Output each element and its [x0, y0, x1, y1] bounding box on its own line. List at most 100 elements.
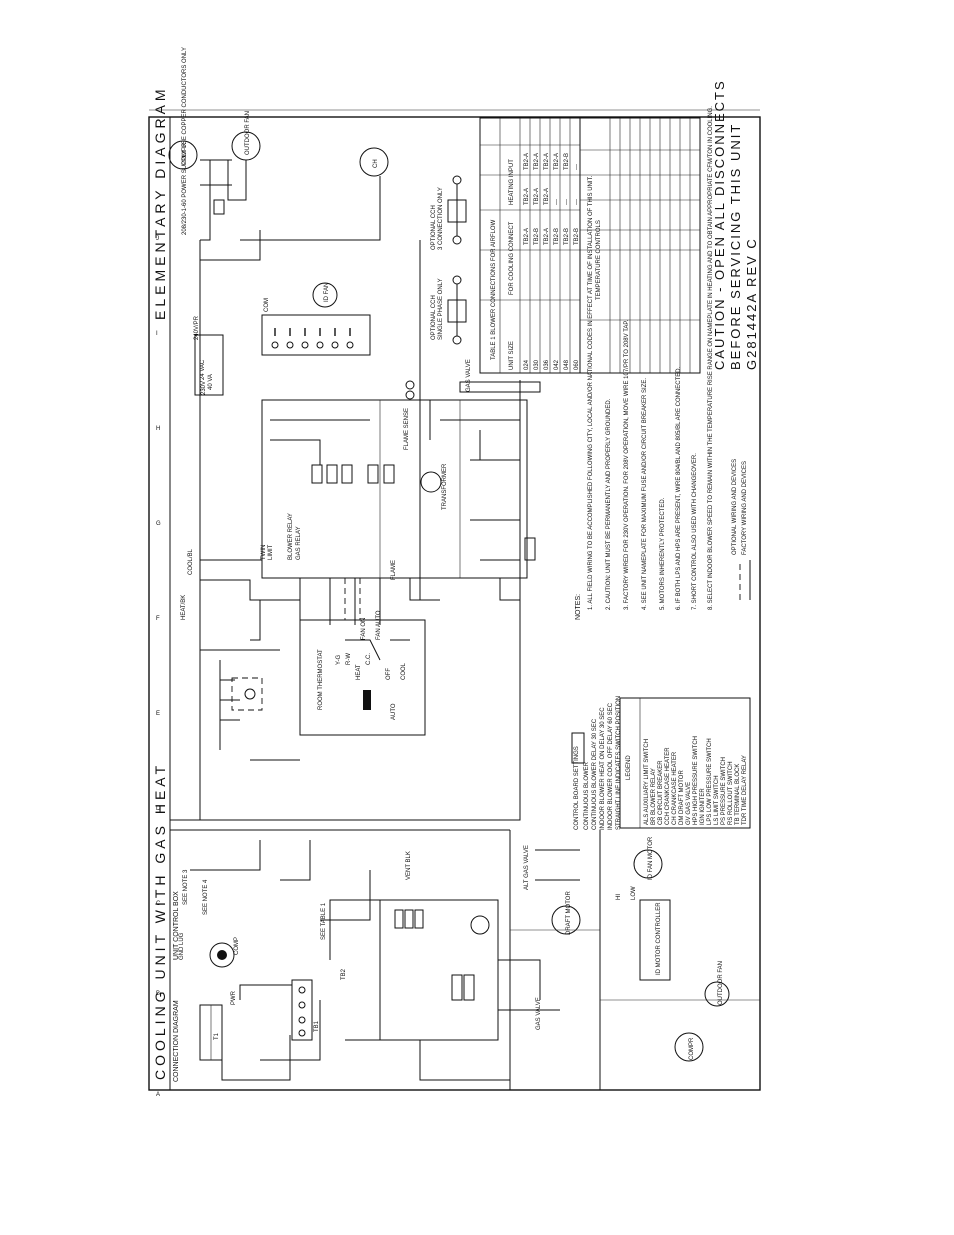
svg-text:TB2-A: TB2-A	[524, 228, 530, 245]
svg-text:D: D	[156, 806, 161, 812]
alt-gas-valve-label: ALT GAS VALVE	[524, 845, 530, 890]
svg-text:PS PRESSURE SWITCH: PS PRESSURE SWITCH	[721, 757, 727, 825]
svg-text:COMPR: COMPR	[182, 142, 188, 165]
svg-text:048: 048	[564, 359, 570, 370]
transformer-elementary	[194, 334, 224, 396]
svg-text:DRAFT MOTOR: DRAFT MOTOR	[566, 891, 572, 935]
svg-text:AUTO: AUTO	[391, 703, 397, 720]
id-motor-controller	[639, 899, 671, 981]
caution-line-1: CAUTION - OPEN ALL DISCONNECTS	[712, 79, 727, 370]
svg-text:LIMIT: LIMIT	[268, 544, 274, 560]
wire-labels: HEAT/BK COOL/BL 240V/PR 24 VAC FLAME SEE…	[179, 315, 637, 1005]
svg-text:H: H	[156, 426, 160, 432]
svg-text:OPTIONAL CCH: OPTIONAL CCH	[431, 205, 437, 250]
svg-text:24 VAC: 24 VAC	[200, 359, 206, 380]
title-elementary-diagram: ELEMENTARY DIAGRAM	[152, 85, 168, 320]
svg-text:NOTES:: NOTES:	[575, 594, 582, 620]
svg-text:OUTDOOR FAN: OUTDOOR FAN	[245, 111, 251, 155]
svg-text:J: J	[156, 236, 159, 242]
control-board	[379, 899, 499, 1041]
svg-text:TB2-A: TB2-A	[544, 188, 550, 205]
svg-text:E: E	[156, 711, 160, 717]
grid-letters: A B C D E F G H I J	[156, 236, 161, 1098]
svg-text:B: B	[156, 991, 160, 997]
svg-text:2. CAUTION: UNIT MUST BE PERMA: 2. CAUTION: UNIT MUST BE PERMANENTLY AND…	[606, 398, 612, 610]
sheet-border	[148, 116, 761, 1091]
svg-text:VENT BLK: VENT BLK	[406, 851, 412, 880]
room-thermostat-label: ROOM THERMOSTAT	[318, 649, 324, 710]
drawing-number: G281442A REV C	[744, 237, 759, 370]
svg-text:OPTIONAL CCH: OPTIONAL CCH	[431, 295, 437, 340]
svg-text:TDR TIME DELAY RELAY: TDR TIME DELAY RELAY	[742, 755, 748, 825]
svg-text:CH: CH	[373, 159, 379, 168]
svg-text:TB2-B: TB2-B	[574, 228, 580, 245]
svg-text:IGN IGNITER: IGN IGNITER	[700, 788, 706, 825]
svg-text:FAN ON: FAN ON	[361, 618, 367, 640]
svg-text:COOL/BL: COOL/BL	[188, 548, 194, 575]
svg-text:060: 060	[574, 359, 580, 370]
svg-text:TB2-A: TB2-A	[554, 153, 560, 170]
svg-text:INDOOR BLOWER HEAT ON DELAY 30: INDOOR BLOWER HEAT ON DELAY 30 SEC	[600, 707, 606, 830]
svg-text:TB2-A: TB2-A	[534, 188, 540, 205]
id-fan-motor-symbol	[633, 849, 663, 879]
svg-text:GND LUG: GND LUG	[179, 932, 185, 960]
svg-text:Y-G: Y-G	[336, 655, 342, 665]
svg-text:G: G	[156, 521, 161, 527]
elementary-control-board	[261, 399, 528, 579]
svg-text:7. SHORT CONTROL ALSO USED WIT: 7. SHORT CONTROL ALSO USED WITH CHANGEOV…	[692, 453, 698, 610]
svg-text:UNIT SIZE: UNIT SIZE	[509, 341, 515, 370]
svg-text:TB2-A: TB2-A	[524, 188, 530, 205]
svg-text:FLAME: FLAME	[391, 560, 397, 580]
svg-text:40 VA: 40 VA	[208, 374, 214, 390]
svg-text:TB2-A: TB2-A	[544, 153, 550, 170]
svg-text:CB CIRCUIT BREAKER: CB CIRCUIT BREAKER	[658, 760, 664, 825]
svg-text:GV GAS VALVE: GV GAS VALVE	[686, 782, 692, 825]
svg-text:OUTDOOR FAN: OUTDOOR FAN	[718, 961, 724, 1005]
svg-text:042: 042	[554, 359, 560, 370]
terminal-strip: COM	[261, 298, 371, 356]
svg-text:CONTINUOUS BLOWER DELAY 30 SEC: CONTINUOUS BLOWER DELAY 30 SEC	[592, 718, 598, 830]
svg-text:TB2-B: TB2-B	[554, 228, 560, 245]
svg-text:SEE NOTE 3: SEE NOTE 3	[183, 869, 189, 905]
svg-text:COMPR: COMPR	[689, 1037, 695, 1060]
id-fan-elementary	[312, 282, 338, 308]
svg-text:GAS RELAY: GAS RELAY	[296, 526, 302, 560]
svg-text:OFF: OFF	[386, 668, 392, 680]
connection-diagram: CONNECTION DIAGRAM UNIT CONTROL BOX T1 T…	[170, 829, 760, 1090]
svg-text:TB2-B: TB2-B	[534, 228, 540, 245]
svg-text:FACTORY WIRING AND DEVICES: FACTORY WIRING AND DEVICES	[742, 461, 748, 555]
draft-motor-symbol	[551, 905, 581, 935]
limit-switch-column	[200, 600, 300, 761]
svg-text:CCH CRANKCASE HEATER: CCH CRANKCASE HEATER	[665, 747, 671, 825]
svg-text:TB TERMINAL BLOCK: TB TERMINAL BLOCK	[735, 764, 741, 825]
svg-text:ID FAN MOTOR: ID FAN MOTOR	[648, 836, 654, 880]
svg-text:LOW: LOW	[631, 886, 637, 900]
svg-text:HEAT: HEAT	[356, 664, 362, 680]
svg-text:COM: COM	[264, 298, 270, 312]
svg-text:T1: T1	[214, 1032, 220, 1040]
svg-text:SEE NOTE 4: SEE NOTE 4	[203, 879, 209, 915]
flame-sense-label: FLAME SENSE	[404, 408, 410, 450]
svg-text:036: 036	[544, 359, 550, 370]
svg-text:TB2: TB2	[341, 968, 347, 980]
svg-text:8. SELECT INDOOR BLOWER SPEED: 8. SELECT INDOOR BLOWER SPEED TO REMAIN …	[708, 106, 714, 610]
svg-text:CONTROL BOARD SETTINGS: CONTROL BOARD SETTINGS	[574, 746, 580, 830]
svg-text:1. ALL FIELD WIRING TO BE ACCO: 1. ALL FIELD WIRING TO BE ACCOMPLISHED F…	[588, 175, 594, 610]
connection-diagram-label: CONNECTION DIAGRAM	[173, 1000, 180, 1082]
svg-text:TB2-A: TB2-A	[534, 153, 540, 170]
temperature-controls-table: TEMPERATURE CONTROLS	[579, 117, 701, 374]
svg-text:TB2-A: TB2-A	[524, 153, 530, 170]
unit-control-box-label: UNIT CONTROL BOX	[173, 891, 180, 960]
svg-text:4. SEE UNIT NAMEPLATE FOR MAXI: 4. SEE UNIT NAMEPLATE FOR MAXIMUM FUSE A…	[642, 378, 648, 610]
elementary-diagram: 208/230-1-60 POWER SUPPLY USE COPPER CON…	[168, 47, 541, 821]
gas-valve-label: GAS VALVE	[536, 997, 542, 1030]
svg-text:C: C	[156, 901, 161, 907]
svg-text:TABLE 1 BLOWER CONNECTIONS FOR: TABLE 1 BLOWER CONNECTIONS FOR AIRFLOW	[491, 219, 497, 360]
svg-text:CONTINUOUS BLOWER: CONTINUOUS BLOWER	[584, 761, 590, 830]
svg-text:COMP: COMP	[234, 937, 240, 955]
svg-text:ID MOTOR CONTROLLER: ID MOTOR CONTROLLER	[656, 902, 662, 975]
svg-text:INDOOR BLOWER COOL OFF DELAY 6: INDOOR BLOWER COOL OFF DELAY 60 SEC	[608, 702, 614, 830]
crankcase-heater-icon	[359, 147, 389, 177]
svg-text:RS ROLLOUT SWITCH: RS ROLLOUT SWITCH	[728, 761, 734, 825]
